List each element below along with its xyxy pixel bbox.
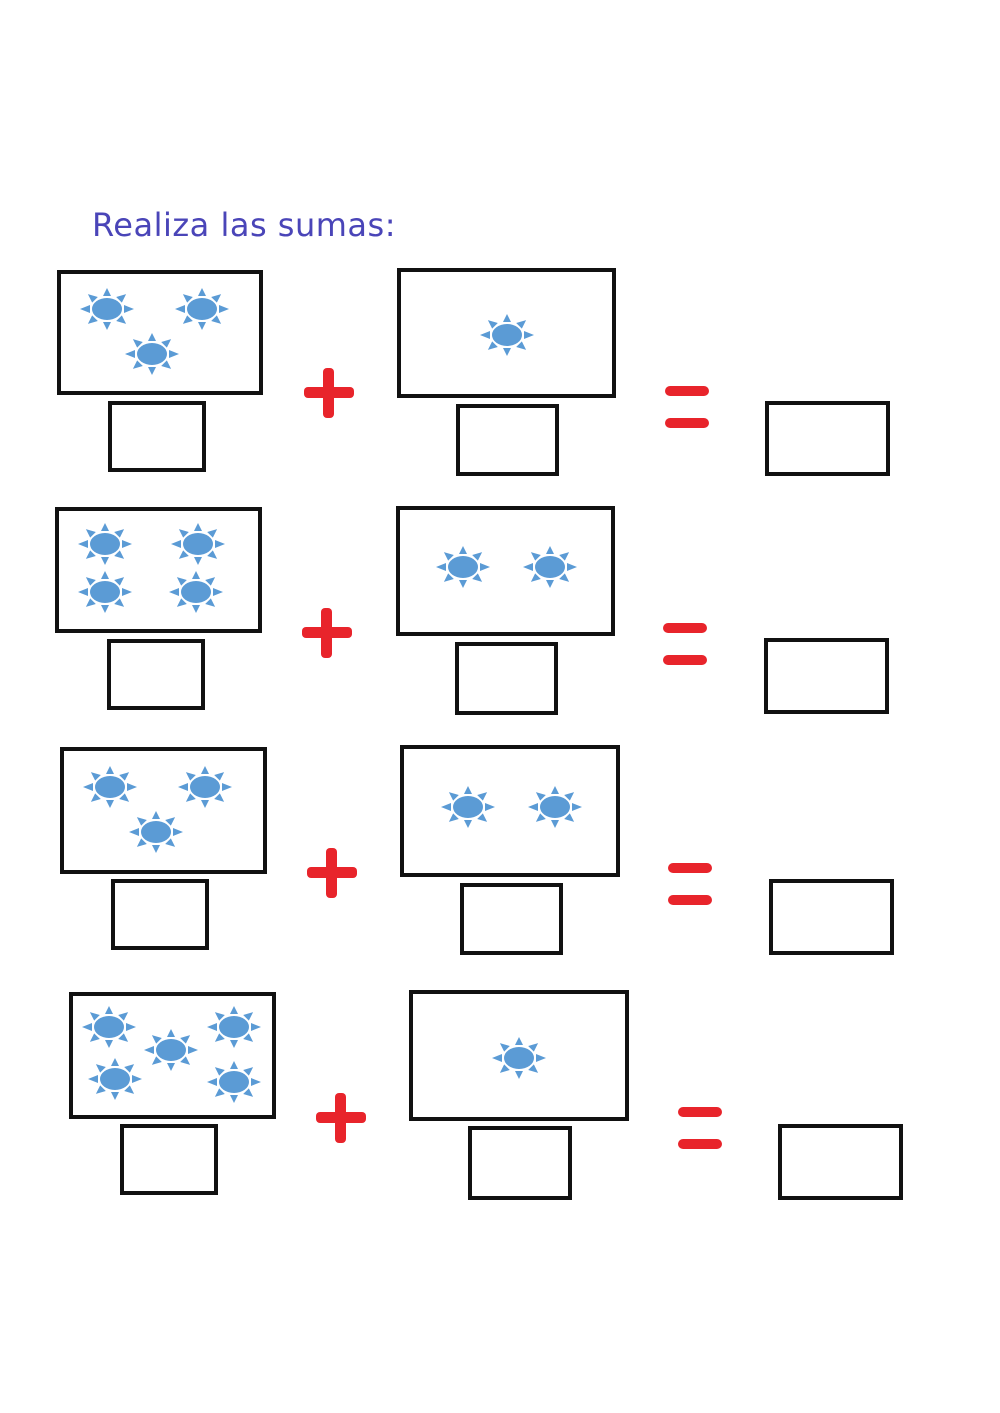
sun-icon — [520, 544, 580, 590]
sun-icon — [77, 286, 137, 332]
right-addend-answer-box[interactable] — [456, 404, 559, 476]
plus-sign-icon — [314, 1091, 368, 1145]
sun-icon — [80, 764, 140, 810]
left-addend-answer-box[interactable] — [107, 639, 205, 710]
sum-answer-box[interactable] — [778, 1124, 903, 1200]
sum-answer-box[interactable] — [764, 638, 889, 714]
left-addend-box — [60, 747, 267, 874]
sun-icon — [122, 331, 182, 377]
plus-sign-icon — [300, 606, 354, 660]
left-addend-box — [57, 270, 263, 395]
left-addend-answer-box[interactable] — [111, 879, 209, 950]
left-addend-answer-box[interactable] — [120, 1124, 218, 1195]
right-addend-answer-box[interactable] — [455, 642, 558, 715]
sun-icon — [79, 1004, 139, 1050]
sun-icon — [85, 1056, 145, 1102]
right-addend-box — [396, 506, 615, 636]
plus-sign-icon — [305, 846, 359, 900]
equals-sign-icon — [665, 861, 715, 909]
sun-icon — [166, 569, 226, 615]
sun-icon — [204, 1004, 264, 1050]
left-addend-box — [69, 992, 276, 1119]
sun-icon — [438, 784, 498, 830]
sun-icon — [489, 1035, 549, 1081]
sun-icon — [172, 286, 232, 332]
sun-icon — [168, 521, 228, 567]
sun-icon — [75, 521, 135, 567]
worksheet-title: Realiza las sumas: — [92, 206, 396, 244]
plus-sign-icon — [302, 366, 356, 420]
right-addend-answer-box[interactable] — [468, 1126, 572, 1200]
sun-icon — [204, 1059, 264, 1105]
right-addend-box — [409, 990, 629, 1121]
sun-icon — [477, 312, 537, 358]
equals-sign-icon — [662, 384, 712, 432]
right-addend-answer-box[interactable] — [460, 883, 563, 955]
sun-icon — [433, 544, 493, 590]
left-addend-answer-box[interactable] — [108, 401, 206, 472]
sun-icon — [75, 569, 135, 615]
left-addend-box — [55, 507, 262, 633]
sun-icon — [175, 764, 235, 810]
sun-icon — [141, 1027, 201, 1073]
sun-icon — [525, 784, 585, 830]
right-addend-box — [397, 268, 616, 398]
sun-icon — [126, 809, 186, 855]
right-addend-box — [400, 745, 620, 877]
sum-answer-box[interactable] — [769, 879, 894, 955]
equals-sign-icon — [660, 621, 710, 669]
sum-answer-box[interactable] — [765, 401, 890, 476]
equals-sign-icon — [675, 1105, 725, 1153]
